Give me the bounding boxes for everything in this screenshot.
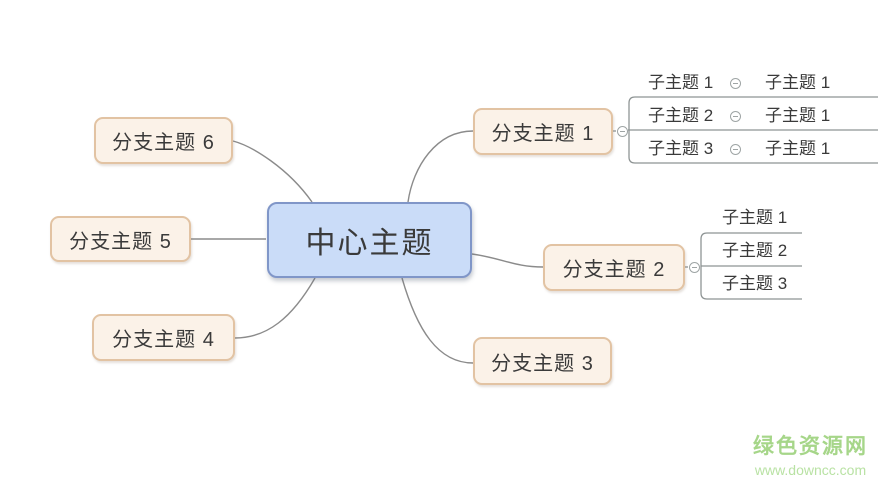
branch2-collapse-button[interactable] xyxy=(689,262,700,273)
branch1-subtopic-2-collapse-button[interactable] xyxy=(730,111,741,122)
connector-central-branch6 xyxy=(232,140,313,203)
branch-topic-1[interactable]: 分支主题 1 xyxy=(473,108,613,155)
connector-central-branch4 xyxy=(234,277,316,339)
branch1-subtopic-2-child[interactable]: 子主题 1 xyxy=(765,106,831,125)
branch1-subtopic-1[interactable]: 子主题 1 xyxy=(648,73,714,92)
minus-icon xyxy=(733,149,738,150)
branch1-subtopic-3[interactable]: 子主题 3 xyxy=(648,139,714,158)
branch1-subtopic-2[interactable]: 子主题 2 xyxy=(648,106,714,125)
branch-topic-4[interactable]: 分支主题 4 xyxy=(92,314,235,361)
branch-topic-6[interactable]: 分支主题 6 xyxy=(94,117,233,164)
branch1-subtopic-3-collapse-button[interactable] xyxy=(730,144,741,155)
minus-icon xyxy=(692,267,697,268)
branch2-subtopic-3[interactable]: 子主题 3 xyxy=(722,274,788,293)
branch1-subtopic-1-collapse-button[interactable] xyxy=(730,78,741,89)
branch2-subtopic-2[interactable]: 子主题 2 xyxy=(722,241,788,260)
connector-central-branch1 xyxy=(407,130,474,203)
branch2-subtopic-1[interactable]: 子主题 1 xyxy=(722,208,788,227)
branch1-subtopic-3-child[interactable]: 子主题 1 xyxy=(765,139,831,158)
branch-topic-2[interactable]: 分支主题 2 xyxy=(543,244,685,291)
watermark-site-name: 绿色资源网 xyxy=(753,435,868,458)
central-topic[interactable]: 中心主题 xyxy=(267,202,472,278)
branch1-subtopic-1-child[interactable]: 子主题 1 xyxy=(765,73,831,92)
branch-topic-3[interactable]: 分支主题 3 xyxy=(473,337,612,385)
branch-topic-5[interactable]: 分支主题 5 xyxy=(50,216,191,262)
watermark-site-url: www.downcc.com xyxy=(754,462,867,478)
minus-icon xyxy=(733,83,738,84)
minus-icon xyxy=(620,131,625,132)
branch1-collapse-button[interactable] xyxy=(617,126,628,137)
connector-central-branch3 xyxy=(401,277,474,364)
watermark: 绿色资源网 www.downcc.com xyxy=(753,430,868,478)
minus-icon xyxy=(733,116,738,117)
connector-central-branch2 xyxy=(471,253,544,268)
